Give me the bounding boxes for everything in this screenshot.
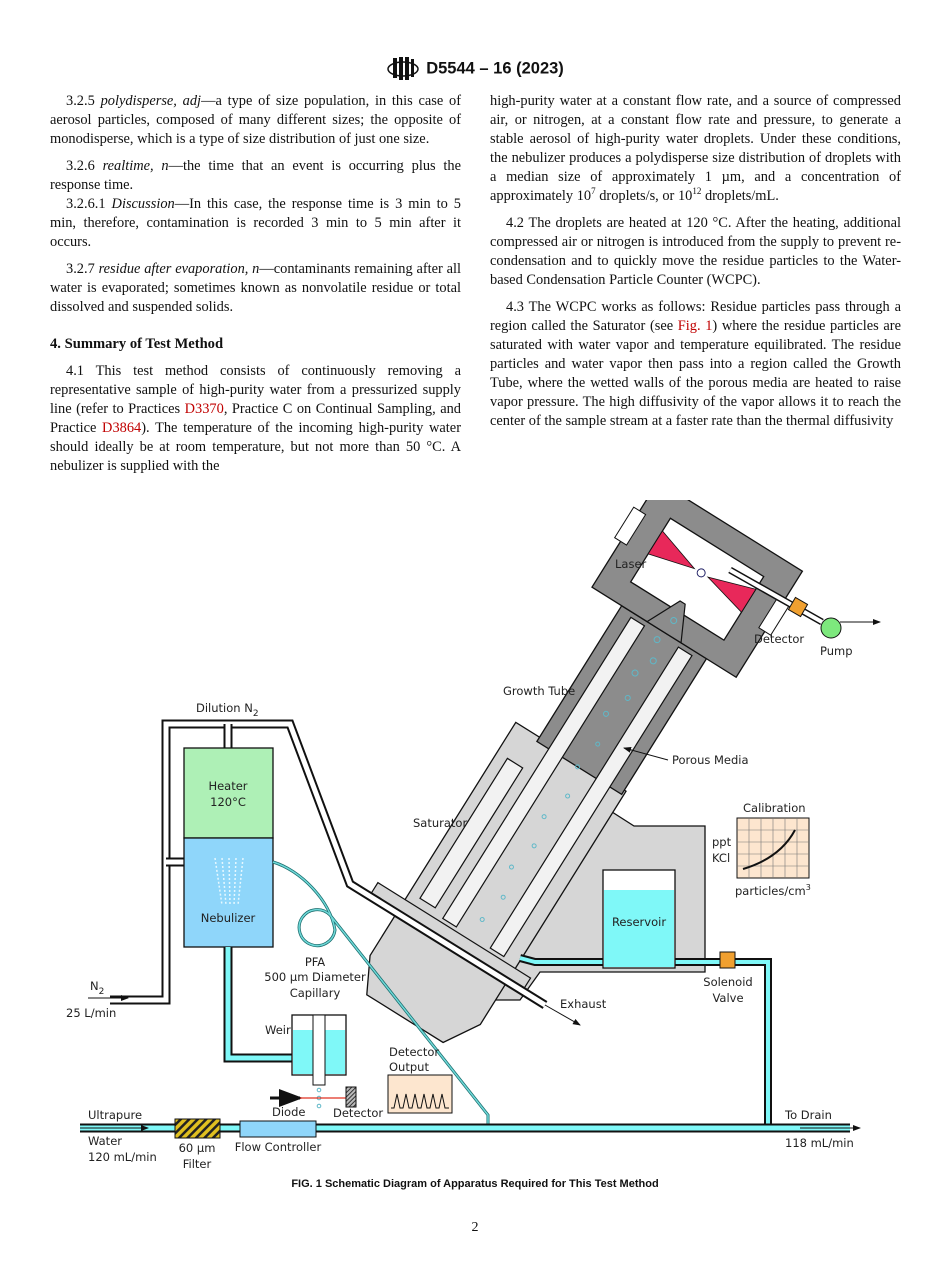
porous-media-left	[441, 616, 646, 928]
paragraph-text: ). The temperature of the incoming high-…	[50, 420, 461, 474]
scattered-beam	[706, 576, 757, 613]
paragraph-4-1: 4.1 This test method consists of continu…	[50, 362, 461, 476]
page-number: 2	[471, 1220, 479, 1235]
document-designation: D5544 – 16 (2023)	[426, 59, 564, 78]
label-detector-top: Detector	[754, 632, 804, 646]
label-porous-media: Porous Media	[672, 753, 749, 767]
link-d3864[interactable]: D3864	[102, 420, 142, 436]
wcpc-column	[366, 500, 804, 1044]
left-column: 3.2.5 polydisperse, adj—a type of size p…	[50, 92, 461, 484]
apparatus-diagram: Laser Detector Pump Growth Tube Porous M…	[66, 500, 881, 1171]
definition-text: —the time that an event is occurring plu…	[50, 158, 461, 193]
label-valve: Valve	[712, 991, 743, 1005]
label-detector-output: Detector	[389, 1045, 439, 1059]
label-water: Water	[88, 1134, 122, 1148]
paragraph-text: high-purity water at a constant flow rat…	[490, 93, 901, 204]
definition-3-2-6: 3.2.6 realtime, n—the time that an event…	[50, 157, 461, 195]
detector-output-chart	[387, 1074, 453, 1114]
label-nebulizer: Nebulizer	[201, 911, 256, 925]
section-number: 3.2.6.1	[66, 196, 106, 212]
paragraph-text: , Practice C on Continual Sampling, and …	[50, 401, 461, 436]
section-number: 3.2.5	[66, 93, 95, 109]
label-flow-controller: Flow Controller	[235, 1140, 322, 1154]
paragraph-text: ) where the residue particles are satura…	[490, 318, 901, 429]
label-pfa-capillary: Capillary	[290, 986, 341, 1000]
label-weir: Weir	[265, 1023, 291, 1037]
label-reservoir: Reservoir	[612, 915, 666, 929]
defined-term: residue after evaporation, n	[98, 261, 260, 277]
label-pump: Pump	[820, 644, 853, 658]
label-calibration: Calibration	[743, 801, 806, 815]
defined-term: polydisperse, adj	[100, 93, 202, 109]
label-particles: particles/cm3	[735, 883, 811, 898]
paragraph-text: 4.1 This test method consists of continu…	[50, 363, 461, 417]
definition-text: —a type of size population, in this case…	[50, 93, 461, 147]
label-drain-flow: 118 mL/min	[785, 1136, 854, 1150]
label-n2-flow: 25 L/min	[66, 1006, 116, 1020]
definition-text: —In this case, the response time is 3 mi…	[50, 196, 461, 250]
defined-term: Discussion	[111, 196, 175, 212]
definition-3-2-5: 3.2.5 polydisperse, adj—a type of size p…	[50, 92, 461, 149]
label-heater: Heater	[208, 779, 247, 793]
label-saturator: Saturator	[413, 816, 467, 830]
label-filter-size: 60 µm	[179, 1141, 216, 1155]
exponent: 12	[692, 186, 702, 197]
label-pfa-diameter: 500 µm Diameter	[264, 970, 366, 984]
defined-term: realtime, n	[102, 158, 169, 174]
label-to-drain: To Drain	[784, 1108, 832, 1122]
label-growth-tube: Growth Tube	[503, 684, 575, 698]
nozzle	[645, 600, 686, 644]
label-ultrapure: Ultrapure	[88, 1108, 142, 1122]
photodetector	[345, 1086, 357, 1108]
label-pfa: PFA	[305, 955, 325, 969]
paragraph-4-2: 4.2 The droplets are heated at 120 °C. A…	[490, 215, 901, 288]
paragraph-text: droplets/s, or 10	[595, 188, 693, 204]
solenoid-valve	[719, 951, 736, 969]
porous-media-right	[489, 646, 693, 958]
right-column: high-purity water at a constant flow rat…	[490, 92, 901, 439]
heater	[183, 747, 274, 839]
label-solenoid: Solenoid	[703, 975, 752, 989]
label-kcl: KCl	[712, 851, 730, 865]
paragraph-text: droplets/mL.	[701, 188, 779, 204]
label-exhaust: Exhaust	[560, 997, 607, 1011]
link-d3370[interactable]: D3370	[184, 401, 224, 417]
laser-beam	[647, 530, 696, 570]
section-number: 3.2.6	[66, 158, 95, 174]
label-filter: Filter	[183, 1157, 212, 1171]
definition-3-2-7: 3.2.7 residue after evaporation, n—conta…	[50, 260, 461, 317]
definition-text: —contaminants remaining after all water …	[50, 261, 462, 315]
label-water-flow: 120 mL/min	[88, 1150, 157, 1164]
paragraph-4-3: 4.3 The WCPC works as follows: Residue p…	[490, 298, 901, 431]
page-header: D5544 – 16 (2023)	[0, 56, 950, 82]
figure-caption: FIG. 1 Schematic Diagram of Apparatus Re…	[291, 1178, 659, 1190]
laser	[613, 506, 647, 546]
label-n2: N2	[90, 979, 104, 997]
label-heater-temp: 120°C	[210, 795, 246, 809]
label-detector-output-2: Output	[389, 1060, 429, 1074]
exponent: 7	[591, 186, 596, 197]
astm-logo-icon	[387, 57, 419, 80]
label-ppt: ppt	[712, 835, 732, 849]
paragraph-text: 4.3 The WCPC works as follows: Residue p…	[490, 299, 901, 334]
section-number: 3.2.7	[66, 261, 95, 277]
label-dilution-n2: Dilution N2	[196, 701, 259, 719]
discussion-3-2-6-1: 3.2.6.1 Discussion—In this case, the res…	[50, 195, 461, 252]
optics-block	[591, 500, 804, 679]
section-heading: 4. Summary of Test Method	[50, 336, 224, 352]
label-laser: Laser	[615, 557, 647, 571]
nebulizer	[183, 837, 274, 948]
pump-valve	[787, 596, 809, 618]
droplets	[479, 617, 678, 922]
label-detector-bottom: Detector	[333, 1106, 383, 1120]
flow-controller	[239, 1120, 317, 1138]
paragraph-4-1-continued: high-purity water at a constant flow rat…	[490, 92, 901, 206]
link-fig-1[interactable]: Fig. 1	[677, 318, 713, 334]
filter	[174, 1118, 221, 1139]
pump-icon	[820, 617, 842, 639]
saturator-inner	[419, 757, 524, 909]
label-diode: Diode	[272, 1105, 305, 1119]
